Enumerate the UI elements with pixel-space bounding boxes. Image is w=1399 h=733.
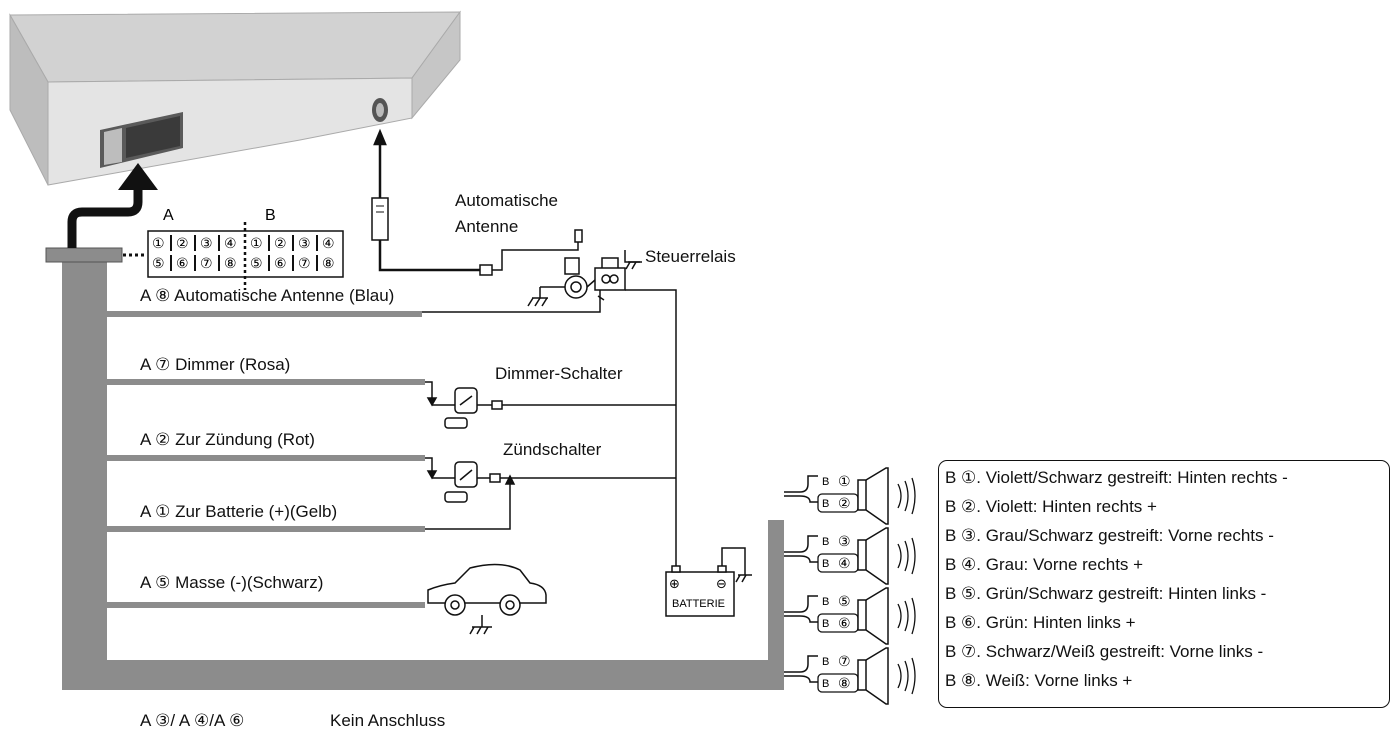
- legend-item: B ⑤. Grün/Schwarz gestreift: Hinten link…: [945, 584, 1267, 603]
- speaker-terminal-label: B: [822, 558, 829, 570]
- antenna-label-2: Antenne: [455, 217, 519, 236]
- battery: [665, 547, 752, 617]
- speaker-terminal-number: ⑦: [838, 654, 851, 670]
- battery-plus: ⊕: [669, 577, 680, 592]
- rear-connector-socket: [100, 112, 183, 168]
- legend-item: B ③. Grau/Schwarz gestreift: Vorne recht…: [945, 526, 1274, 545]
- connector-pin: ⑤: [152, 256, 165, 272]
- speaker-terminal-label: B: [822, 656, 829, 668]
- ignition-switch: [425, 457, 676, 530]
- dimmer-switch: [425, 381, 676, 429]
- speaker-terminal-number: ③: [838, 534, 851, 550]
- main-cable: [67, 163, 158, 248]
- connector-pin: ⑤: [250, 256, 263, 272]
- legend-item: B ④. Grau: Vorne rechts +: [945, 555, 1144, 574]
- car-ground: [427, 563, 547, 635]
- connector-pin: ①: [152, 236, 165, 252]
- wire-label-a8: A ⑧ Automatische Antenne (Blau): [140, 286, 395, 305]
- speaker-terminal-number: ②: [838, 496, 851, 512]
- legend-item: B ⑦. Schwarz/Weiß gestreift: Vorne links…: [945, 642, 1264, 661]
- connector-pin: ②: [274, 236, 287, 252]
- speaker-terminal-label: B: [822, 498, 829, 510]
- speaker-terminal-number: ⑥: [838, 616, 851, 632]
- antenna-label-1: Automatische: [455, 191, 558, 210]
- connector-pin: ⑥: [274, 256, 287, 272]
- speaker-terminal-number: ⑧: [838, 676, 851, 692]
- connector-label-a: A: [163, 207, 174, 224]
- connector-pin: ③: [298, 236, 311, 252]
- speaker-terminal-number: ①: [838, 474, 851, 490]
- speaker-terminal-label: B: [822, 596, 829, 608]
- no-connection-label: Kein Anschluss: [330, 711, 446, 730]
- connector-pin: ⑧: [224, 256, 237, 272]
- connector-pin: ⑧: [322, 256, 335, 272]
- wire-label-a5: A ⑤ Masse (-)(Schwarz): [140, 573, 324, 592]
- speaker-terminal-label: B: [822, 678, 829, 690]
- speaker-legend: B ①. Violett/Schwarz gestreift: Hinten r…: [938, 460, 1390, 708]
- connector-pin: ⑥: [176, 256, 189, 272]
- connector-label-b: B: [265, 207, 276, 224]
- ignition-switch-label: Zündschalter: [503, 440, 602, 459]
- connector-pin: ④: [224, 236, 237, 252]
- legend-item: B ①. Violett/Schwarz gestreift: Hinten r…: [945, 468, 1288, 487]
- relay-label: Steuerrelais: [645, 247, 736, 266]
- connector-pin: ④: [322, 236, 335, 252]
- power-antenna: [492, 229, 596, 307]
- connector-pin: ③: [200, 236, 213, 252]
- battery-minus: ⊖: [716, 577, 727, 592]
- antenna-cable: [371, 128, 493, 276]
- speaker-terminal-label: B: [822, 476, 829, 488]
- wire-harness: [45, 247, 784, 690]
- battery-label: BATTERIE: [672, 598, 725, 610]
- control-relay: [422, 250, 677, 580]
- speaker-terminal-number: ④: [838, 556, 851, 572]
- wire-label-a1: A ① Zur Batterie (+)(Gelb): [140, 502, 338, 521]
- speaker-terminal-label: B: [822, 536, 829, 548]
- legend-item: B ⑥. Grün: Hinten links +: [945, 613, 1136, 632]
- head-unit: [9, 10, 461, 186]
- speaker-terminal-label: B: [822, 618, 829, 630]
- legend-item: B ②. Violett: Hinten rechts +: [945, 497, 1157, 516]
- legend-item: B ⑧. Weiß: Vorne links +: [945, 671, 1133, 690]
- connector-pin: ①: [250, 236, 263, 252]
- speaker-terminal-number: ⑤: [838, 594, 851, 610]
- connector-pin: ⑦: [200, 256, 213, 272]
- no-connection-pins: A ③/ A ④/A ⑥: [140, 711, 245, 730]
- connector-pin: ⑦: [298, 256, 311, 272]
- wire-label-a2: A ② Zur Zündung (Rot): [140, 430, 315, 449]
- connector-pin: ②: [176, 236, 189, 252]
- wire-label-a7: A ⑦ Dimmer (Rosa): [140, 355, 291, 374]
- dimmer-switch-label: Dimmer-Schalter: [495, 364, 623, 383]
